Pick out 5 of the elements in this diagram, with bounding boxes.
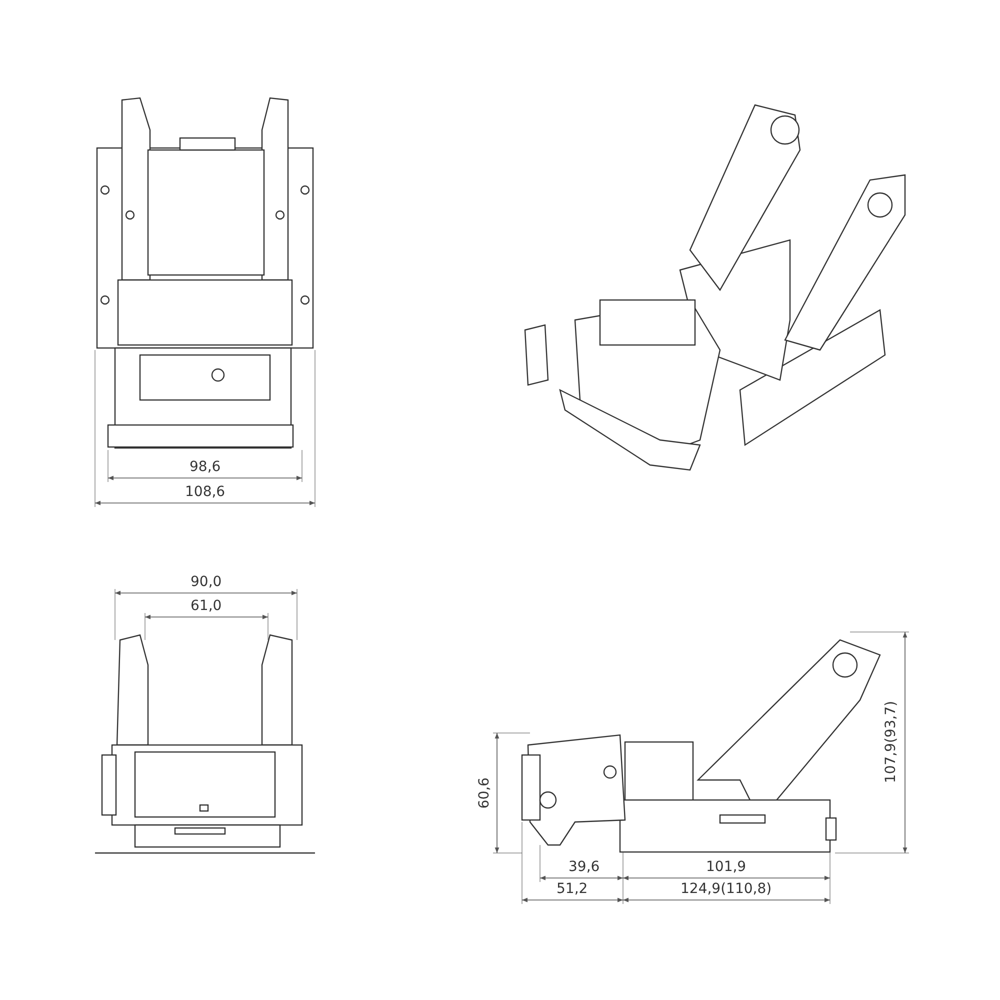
dimension-label: 90,0: [188, 574, 224, 590]
dimension-label: 39,6: [566, 859, 602, 875]
dimension-label: 61,0: [188, 598, 224, 614]
dimension-label: 98,6: [188, 459, 223, 475]
dimension-label: 60,6: [476, 775, 492, 811]
